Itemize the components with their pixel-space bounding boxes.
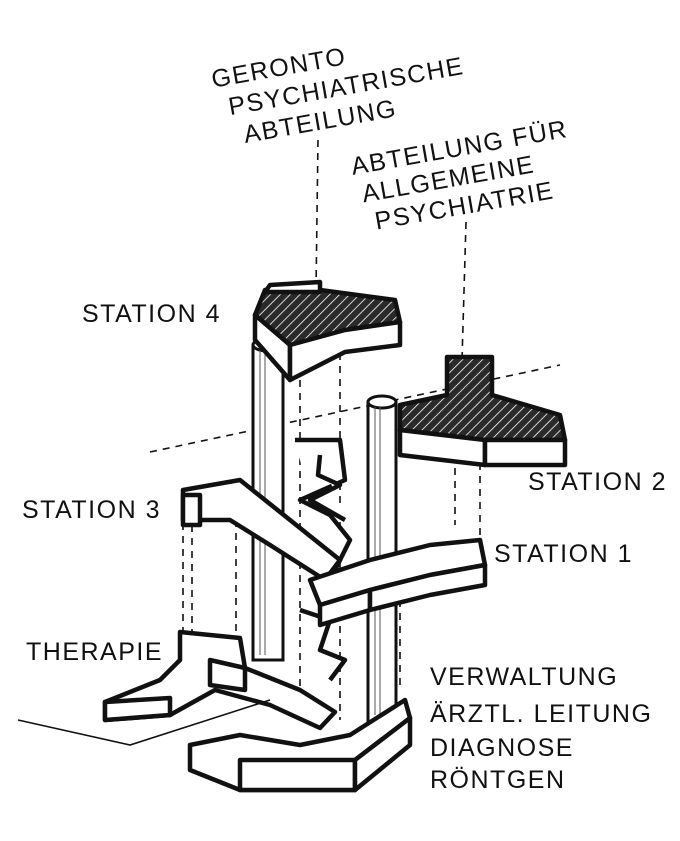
label-station-3: STATION 3 [22, 496, 161, 524]
label-station-1: STATION 1 [494, 540, 633, 568]
label-therapie: THERAPIE [26, 638, 163, 666]
ground-line [17, 699, 271, 746]
labels: GERONTO PSYCHIATRISCHE ABTEILUNG ABTEILU… [22, 42, 667, 794]
base-block [187, 697, 413, 793]
therapie-block [102, 629, 338, 731]
station-2-block [397, 354, 568, 468]
label-station-2: STATION 2 [528, 468, 667, 496]
stair-connector [295, 437, 353, 682]
label-roentgen: RÖNTGEN [430, 766, 566, 794]
station-4-block [252, 279, 403, 383]
label-station-4: STATION 4 [82, 300, 221, 328]
label-aerztl-leitung: ÄRZTL. LEITUNG [430, 700, 652, 728]
station-1-block [307, 537, 488, 628]
label-diagnose: DIAGNOSE [430, 734, 574, 762]
label-verwaltung: VERWALTUNG [430, 663, 618, 691]
